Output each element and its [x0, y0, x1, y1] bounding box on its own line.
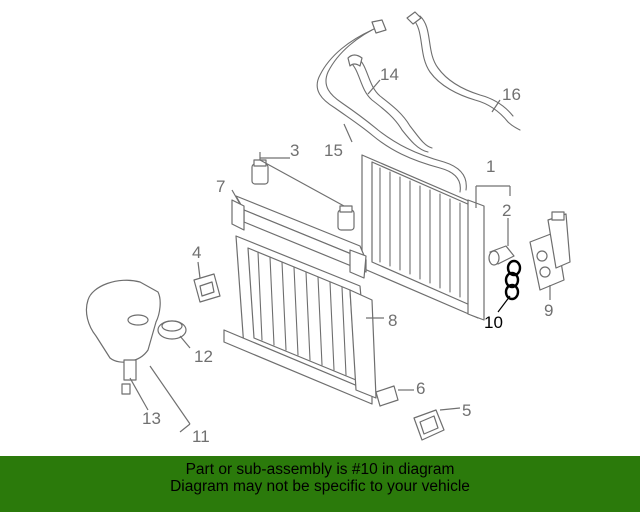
drain-plug-2	[488, 245, 515, 266]
callout-3[interactable]: 3	[290, 141, 299, 160]
bracket-4	[193, 273, 221, 303]
callout-14[interactable]: 14	[380, 65, 399, 84]
callout-7[interactable]: 7	[216, 177, 225, 196]
o-rings-10	[504, 259, 522, 301]
radiator-hose-14	[347, 54, 433, 153]
radiator-1	[361, 154, 485, 321]
banner-line-2: Diagram may not be specific to your vehi…	[170, 478, 470, 495]
cap-12	[157, 320, 187, 340]
banner-line-1: Part or sub-assembly is #10 in diagram	[185, 461, 455, 478]
callout-8[interactable]: 8	[388, 311, 397, 330]
upper-hose-15	[316, 19, 467, 193]
callout-13[interactable]: 13	[142, 409, 161, 428]
info-banner: Part or sub-assembly is #10 in diagram D…	[0, 456, 640, 512]
callout-2[interactable]: 2	[502, 201, 511, 220]
bracket-5	[413, 409, 445, 441]
callout-4[interactable]: 4	[192, 243, 201, 262]
callout-12[interactable]: 12	[194, 347, 213, 366]
clip-6	[375, 385, 399, 407]
parts-diagram: 1 2 3 4 5 6 7 8 9 10 11 12 13 14 15 16	[85, 11, 571, 446]
callout-10[interactable]: 10	[484, 313, 503, 332]
bleed-hose-16	[406, 11, 521, 131]
thermostat-housing-9	[529, 211, 571, 291]
callout-5[interactable]: 5	[462, 401, 471, 420]
leader-lines	[129, 79, 551, 433]
reservoir-11	[85, 279, 161, 395]
frame-8	[223, 235, 377, 405]
callout-11[interactable]: 11	[192, 427, 210, 446]
callouts: 1 2 3 4 5 6 7 8 9 10 11 12 13 14 15 16	[142, 65, 553, 446]
callout-1[interactable]: 1	[486, 157, 495, 176]
callout-15[interactable]: 15	[324, 141, 343, 160]
callout-16[interactable]: 16	[502, 85, 521, 104]
callout-9[interactable]: 9	[544, 301, 553, 320]
callout-6[interactable]: 6	[416, 379, 425, 398]
mounts-3	[251, 159, 355, 231]
